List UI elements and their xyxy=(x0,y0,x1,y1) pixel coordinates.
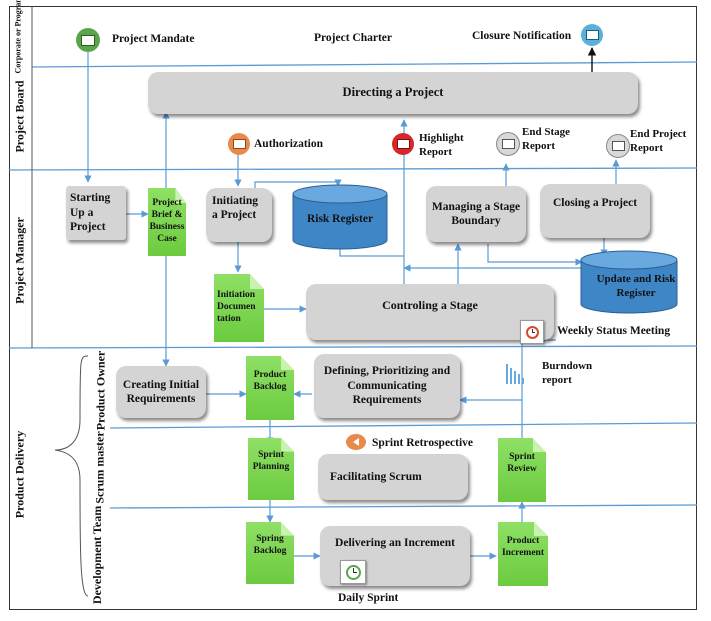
daily-sprint-label: Daily Sprint xyxy=(338,592,399,604)
lane-label-manager: Project Manager xyxy=(12,217,27,304)
defining-req-label: Defining, Prioritizing and Communicating… xyxy=(323,365,451,407)
delivering-label: Delivering an Increment xyxy=(335,537,455,549)
authorization-label: Authorization xyxy=(254,138,323,150)
creating-req-label: Creating Initial Requirements xyxy=(122,378,200,405)
spring-backlog-doc: Spring Backlog xyxy=(246,522,294,584)
risk-register-label: Risk Register xyxy=(306,213,374,225)
starting-up-box: Starting Up a Project xyxy=(66,186,126,240)
facilitating-label: Facilitating Scrum xyxy=(330,470,422,483)
project-brief-doc: Project Brief & Business Case xyxy=(148,188,186,256)
initiation-doc: Initiation Documen tation xyxy=(214,274,264,342)
facilitating-scrum-box: Facilitating Scrum xyxy=(318,454,468,500)
sprint-review-label: Sprint Review xyxy=(507,452,537,474)
closure-notification-label: Closure Notification xyxy=(472,30,572,42)
managing-stage-boundary-box: Managing a Stage Boundary xyxy=(426,186,526,242)
daily-clock-icon xyxy=(340,560,366,584)
burndown-report-label: Burndown report xyxy=(542,360,593,386)
lane-label-corporate: Corporate or Programme xyxy=(13,0,23,74)
risk-register-cylinder xyxy=(292,184,388,250)
project-charter-label: Project Charter xyxy=(314,32,393,44)
divider-scrum-dev xyxy=(109,504,698,509)
spring-backlog-label: Spring Backlog xyxy=(253,534,287,556)
lane-label-board: Project Board xyxy=(12,80,27,153)
sprint-planning-doc: Sprint Planning xyxy=(248,438,294,500)
update-risk-label: Update and Risk Register xyxy=(596,273,676,299)
managing-boundary-label: Managing a Stage Boundary xyxy=(431,200,521,227)
arrow-review-defining xyxy=(459,396,523,438)
diagram-frame xyxy=(9,6,697,610)
divider-corporate-board xyxy=(31,61,698,68)
lane-label-scrum-master: Scrum master xyxy=(92,431,107,504)
mandate-mail-icon xyxy=(76,28,100,52)
controlling-label: Controling a Stage xyxy=(382,298,478,312)
divider-manager-delivery xyxy=(8,345,698,349)
lane-dividers xyxy=(8,61,698,509)
sprint-planning-label: Sprint Planning xyxy=(252,450,290,472)
end-project-mail-icon xyxy=(606,134,630,158)
initiation-doc-label: Initiation Documen tation xyxy=(217,290,256,324)
initiating-a-project-box: Initiating a Project xyxy=(206,188,272,242)
end-stage-report-label: End Stage Report xyxy=(522,126,570,152)
defining-requirements-box: Defining, Prioritizing and Communicating… xyxy=(314,354,460,418)
controlling-a-stage-box: Controling a Stage xyxy=(306,284,554,340)
end-stage-mail-icon xyxy=(496,132,520,156)
divider-board-manager xyxy=(8,167,698,171)
product-increment-label: Product Increment xyxy=(501,536,545,558)
product-backlog-label: Product Backlog xyxy=(253,370,287,392)
weekly-clock-icon xyxy=(520,320,544,344)
lane-label-dev-team: Development Team xyxy=(90,505,105,605)
project-brief-label: Project Brief & Business Case xyxy=(149,198,185,244)
closing-a-project-box: Closing a Project xyxy=(540,184,650,238)
authorization-mail-icon xyxy=(228,133,250,155)
divider-owner-scrum xyxy=(109,422,698,429)
lane-label-delivery: Product Delivery xyxy=(12,430,27,519)
product-increment-doc: Product Increment xyxy=(498,522,548,586)
arrow-initiating-risk xyxy=(254,179,342,188)
retrospective-icon xyxy=(346,434,366,450)
creating-initial-requirements-box: Creating Initial Requirements xyxy=(116,366,206,418)
update-risk-cylinder xyxy=(580,250,678,314)
project-mandate-label: Project Mandate xyxy=(112,33,195,45)
closing-label: Closing a Project xyxy=(552,197,638,209)
dev-team-label-text: Development Team xyxy=(90,505,105,605)
starting-up-label: Starting Up a Project xyxy=(70,192,111,234)
highlight-mail-icon xyxy=(392,133,414,155)
product-backlog-doc: Product Backlog xyxy=(246,356,294,420)
arrow-risk-controlling xyxy=(339,248,404,257)
directing-a-project-box: Directing a Project xyxy=(148,72,638,114)
end-project-report-label: End Project Report xyxy=(630,128,687,154)
arrow-managing-update xyxy=(487,244,583,266)
initiating-label: Initiating a Project xyxy=(212,195,259,222)
highlight-report-label: Highlight Report xyxy=(419,132,464,158)
delivery-brace xyxy=(54,355,89,597)
closure-mail-icon xyxy=(581,24,603,46)
sprint-review-doc: Sprint Review xyxy=(498,438,546,502)
sprint-retrospective-label: Sprint Retrospective xyxy=(372,437,474,449)
burndown-chart-icon xyxy=(506,362,526,384)
weekly-status-label: Weekly Status Meeting xyxy=(557,325,671,337)
